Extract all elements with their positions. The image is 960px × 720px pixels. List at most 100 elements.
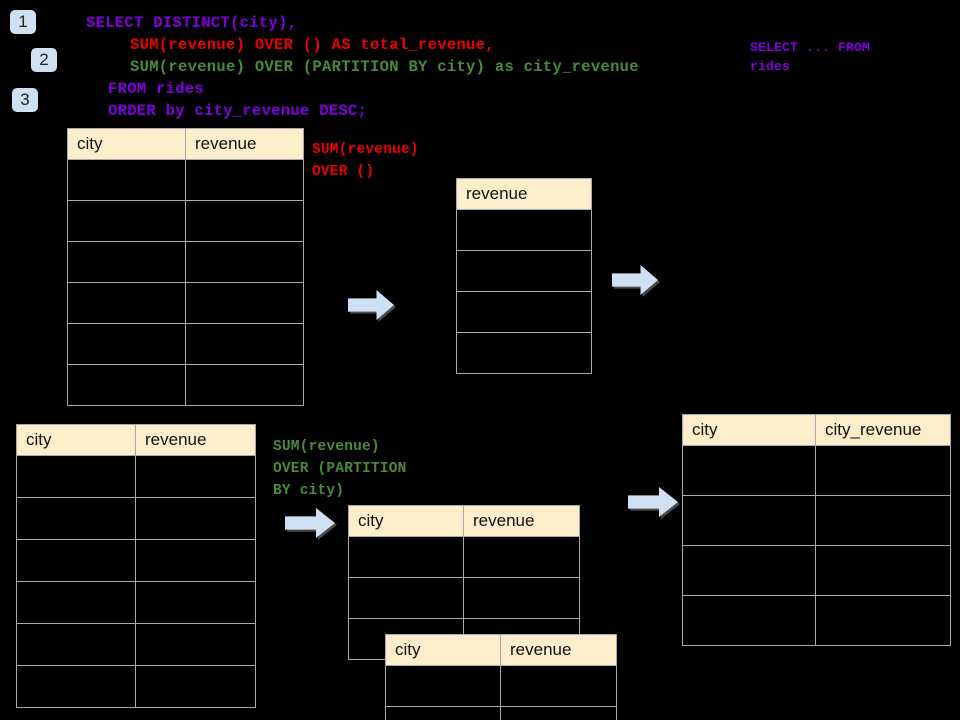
table-cell bbox=[67, 282, 186, 324]
table-row bbox=[67, 241, 304, 283]
table-cell bbox=[185, 282, 304, 324]
table-row bbox=[16, 455, 256, 498]
sum-over-empty-label: SUM(revenue) OVER () bbox=[312, 142, 419, 180]
arrow-source-to-partition bbox=[285, 508, 338, 546]
table-row bbox=[67, 200, 304, 242]
table-cell bbox=[16, 455, 136, 498]
table-row bbox=[682, 445, 951, 496]
table-row bbox=[67, 323, 304, 365]
table-cell bbox=[815, 445, 951, 496]
table-cell bbox=[185, 323, 304, 365]
column-header: revenue bbox=[185, 128, 304, 160]
table-cell bbox=[682, 595, 816, 646]
arrow-total-to-result bbox=[612, 265, 661, 303]
column-header: revenue bbox=[463, 505, 580, 537]
sql-line-5: ORDER by city_revenue DESC; bbox=[108, 102, 368, 120]
table-row bbox=[67, 364, 304, 406]
table-cell bbox=[67, 241, 186, 283]
table-row bbox=[16, 581, 256, 624]
table-cell bbox=[500, 665, 617, 707]
table-row bbox=[348, 577, 580, 619]
table-cell bbox=[456, 209, 592, 251]
column-header: revenue bbox=[135, 424, 256, 456]
table-cell bbox=[463, 536, 580, 578]
column-header: city bbox=[348, 505, 464, 537]
table-cell bbox=[385, 706, 501, 720]
table-cell bbox=[815, 495, 951, 546]
table-row bbox=[682, 495, 951, 546]
table-row bbox=[16, 497, 256, 540]
sql-line-1: SELECT DISTINCT(city), bbox=[86, 14, 298, 32]
table-cell bbox=[682, 445, 816, 496]
table-row bbox=[682, 595, 951, 646]
table-cell bbox=[16, 581, 136, 624]
table-cell bbox=[135, 497, 256, 540]
sql-line-2: SUM(revenue) OVER () AS total_revenue, bbox=[130, 36, 495, 54]
table-cell bbox=[67, 364, 186, 406]
table-cell bbox=[135, 455, 256, 498]
table-row bbox=[16, 539, 256, 582]
table-row bbox=[456, 209, 592, 251]
sql-line-4: FROM rides bbox=[108, 80, 205, 98]
table-row bbox=[682, 545, 951, 596]
table-row bbox=[385, 706, 617, 720]
table-cell bbox=[67, 159, 186, 201]
table-cell bbox=[348, 536, 464, 578]
column-header: city bbox=[67, 128, 186, 160]
table-cell bbox=[16, 497, 136, 540]
column-header: city bbox=[16, 424, 136, 456]
table-row bbox=[348, 536, 580, 578]
column-header: city bbox=[385, 634, 501, 666]
table-cell bbox=[185, 241, 304, 283]
table-cell bbox=[456, 291, 592, 333]
table-cell bbox=[815, 595, 951, 646]
column-header: city_revenue bbox=[815, 414, 951, 446]
table-row bbox=[456, 250, 592, 292]
table-cell bbox=[67, 200, 186, 242]
table-cell bbox=[682, 495, 816, 546]
table-row bbox=[67, 159, 304, 201]
table-cell bbox=[16, 539, 136, 582]
table-cell bbox=[135, 665, 256, 708]
table-cell bbox=[135, 539, 256, 582]
arrow-source-to-total bbox=[348, 290, 397, 328]
table-cell bbox=[348, 577, 464, 619]
table-row bbox=[385, 665, 617, 707]
table-cell bbox=[500, 706, 617, 720]
sql-line-3: SUM(revenue) OVER (PARTITION BY city) as… bbox=[130, 58, 639, 76]
table-cell bbox=[456, 250, 592, 292]
column-header: city bbox=[682, 414, 816, 446]
table-cell bbox=[135, 581, 256, 624]
table-cell bbox=[815, 545, 951, 596]
table-header-row: revenue bbox=[456, 178, 592, 210]
table-cell bbox=[385, 665, 501, 707]
table-cell bbox=[16, 623, 136, 666]
table-row bbox=[456, 332, 592, 374]
table-row bbox=[67, 282, 304, 324]
step-badge-2[interactable]: 2 bbox=[31, 48, 57, 72]
table-cell bbox=[456, 332, 592, 374]
total-revenue-table: revenue bbox=[456, 178, 592, 374]
table-cell bbox=[16, 665, 136, 708]
table-cell bbox=[682, 545, 816, 596]
column-header: revenue bbox=[456, 178, 592, 210]
step-badge-3[interactable]: 3 bbox=[12, 88, 38, 112]
table-row bbox=[16, 665, 256, 708]
table-cell bbox=[185, 159, 304, 201]
table-cell bbox=[135, 623, 256, 666]
step-badge-1[interactable]: 1 bbox=[10, 10, 36, 34]
sum-over-partition-label: SUM(revenue) OVER (PARTITION BY city) bbox=[273, 439, 407, 499]
table-cell bbox=[185, 200, 304, 242]
column-header: revenue bbox=[500, 634, 617, 666]
table-row bbox=[16, 623, 256, 666]
